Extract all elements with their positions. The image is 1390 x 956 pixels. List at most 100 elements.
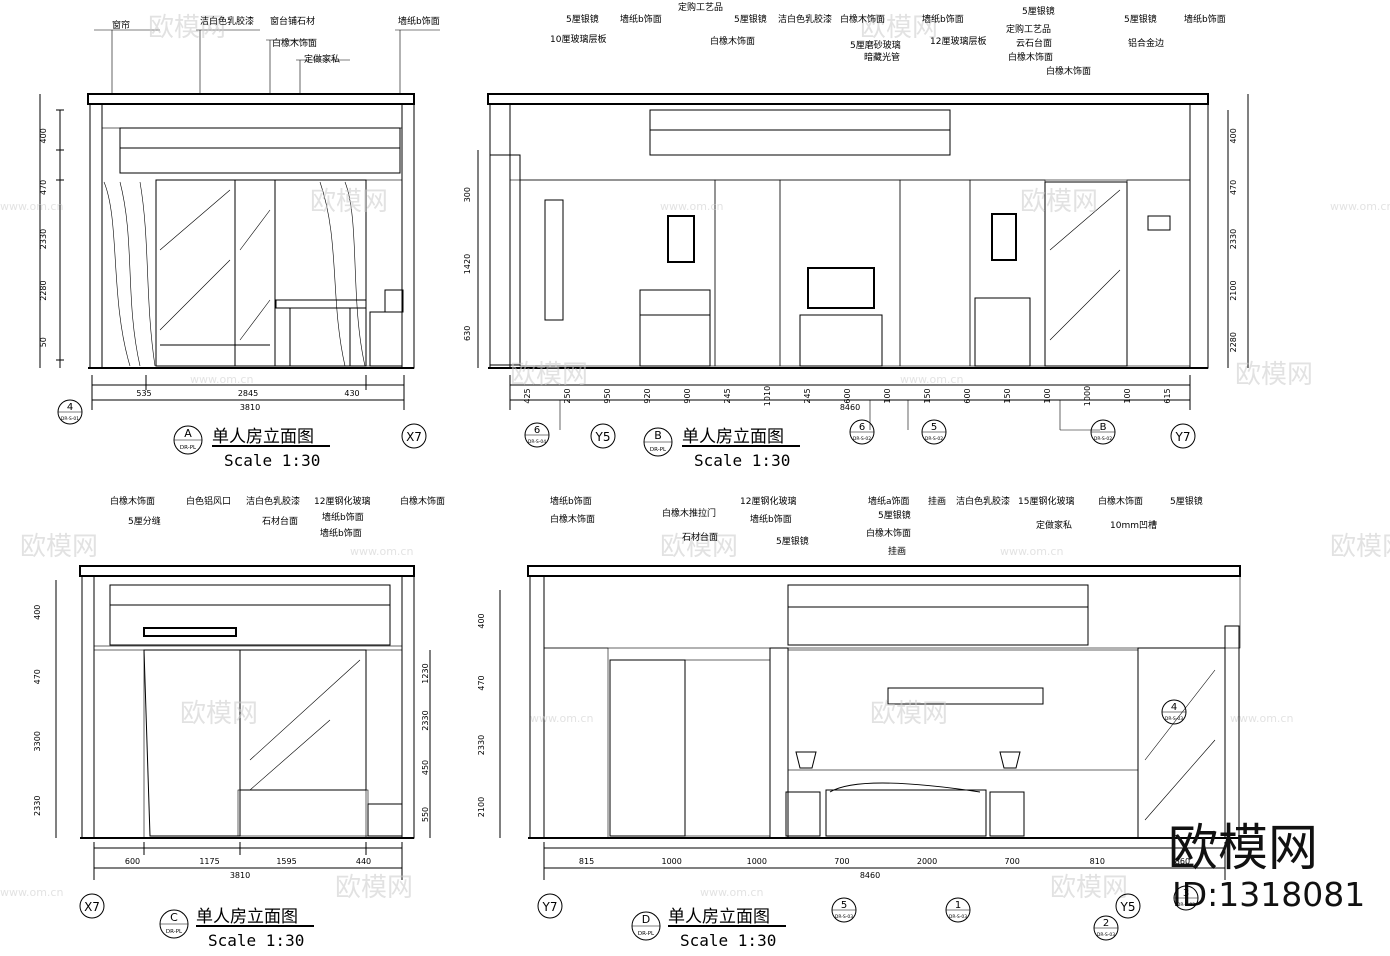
material-label: 白橡木饰面 [840,13,885,25]
watermark-text: 欧模网 [660,532,738,562]
dimension-text: 2845 [238,389,258,398]
material-label: 石材台面 [262,515,298,527]
watermark-url: www.om.cn [660,200,723,213]
material-label: 10厘玻璃层板 [550,33,606,45]
dimension-text: 470 [39,180,48,195]
material-label: 白橡木饰面 [550,513,595,525]
dimension-text: 245 [723,388,732,403]
dimension-text: 2330 [421,710,430,730]
dimension-text: 100 [883,388,892,403]
watermark-text: 欧模网 [148,13,226,43]
dimension-text: 100 [1043,388,1052,403]
view-ref: DR-PL [650,447,667,453]
view-ref: DR-PL [638,931,655,937]
material-label: 暗藏光管 [864,51,900,63]
dimension-text: 2100 [1229,280,1238,300]
callout-number: 5 [841,900,847,911]
material-label: 白橡木推拉门 [662,507,716,519]
dimension-text: 8460 [860,871,880,880]
material-label: 5厘银镜 [1022,5,1055,17]
dimension-text: 1000 [662,857,682,866]
material-label: 12厘钢化玻璃 [740,495,796,507]
material-label: 白橡木饰面 [866,527,911,539]
dimension-text: 900 [683,388,692,403]
dimension-text: 2280 [39,280,48,300]
material-label: 定做家私 [304,53,340,65]
callout-ref: DR-S-02 [853,436,871,442]
panel-a-elevation [39,29,440,410]
grid-axis-bubble [1115,893,1141,919]
material-label: 挂画 [928,495,946,507]
material-label: 墙纸b饰面 [1184,13,1226,25]
dimension-text: 2280 [1229,332,1238,352]
callout-ref: DR-S-02 [925,436,943,442]
grid-axis-bubble [1170,423,1196,449]
material-label: 石材台面 [682,531,718,543]
material-label: 墙纸b饰面 [922,13,964,25]
dimension-text: 150 [1003,388,1012,403]
watermark-text: 欧模网 [1020,187,1098,217]
dimension-text: 600 [125,857,140,866]
material-label: 定购工艺品 [1006,23,1051,35]
material-label: 墙纸a饰面 [868,495,910,507]
dimension-text: 3810 [240,403,260,412]
watermark-url: www.om.cn [1230,712,1293,725]
grid-axis-label: Y5 [1120,900,1136,914]
dimension-text: 860 [1175,857,1190,866]
view-ref: DR-PL [180,445,197,451]
dimension-text: 300 [463,187,472,202]
material-label: 定购工艺品 [678,1,723,13]
grid-axis-label: Y7 [1175,430,1191,444]
view-scale: Scale 1:30 [694,451,790,470]
dimension-text: 470 [33,669,42,684]
watermark-layer: 欧模网 欧模网 欧模网 欧模网 欧模网 欧模网 欧模网 欧模网 欧模网 欧模网 … [0,13,1390,903]
dimension-text: 615 [1163,388,1172,403]
material-label: 白橡木饰面 [272,37,317,49]
dimension-text: 1175 [199,857,219,866]
callout-ref: DR-S-03 [1165,716,1183,722]
watermark-text: 欧模网 [510,360,588,390]
grid-axis-bubble [590,423,616,449]
watermark-text: 欧模网 [310,187,388,217]
dimension-text: 250 [563,388,572,403]
callout-ref: DR-S-03 [1097,932,1115,938]
dimension-text: 600 [963,388,972,403]
material-label: 白色铝风口 [186,495,231,507]
material-label: 洁白色乳胶漆 [246,495,300,507]
material-label: 洁白色乳胶漆 [956,495,1010,507]
view-title: 单人房立面图 [682,427,784,447]
brand-id-text: ID:1318081 [1172,875,1365,914]
grid-axis-label: X7 [84,900,100,914]
material-label: 白橡木饰面 [400,495,445,507]
dimension-text: 1595 [276,857,296,866]
view-scale: Scale 1:30 [208,931,304,950]
dimension-text: 1000 [747,857,767,866]
material-label: 5厘分缝 [128,515,161,527]
callout-ref: DR-S-04 [528,439,546,445]
grid-axis-bubble [537,893,563,919]
dimension-text: 2330 [39,229,48,249]
callout-ref: DR-S-03 [1177,902,1195,908]
view-ref: DR-PL [166,929,183,935]
dimension-text: 700 [1005,857,1020,866]
material-label: 墙纸b饰面 [620,13,662,25]
material-label: 窗帘 [112,19,130,31]
callout-ref: DR-S-03 [949,914,967,920]
watermark-url: www.om.cn [530,712,593,725]
dimension-text: 535 [136,389,151,398]
dimension-text: 920 [643,388,652,403]
material-label: 12厘玻璃层板 [930,35,986,47]
callout-ref: DR-S-01 [61,416,79,422]
material-label: 白橡木饰面 [1046,65,1091,77]
dimension-text: 400 [1229,128,1238,143]
watermark-text: 欧模网 [1235,360,1313,390]
dimension-text: 3300 [33,731,42,751]
dimension-text: 245 [803,388,812,403]
material-label: 云石台面 [1016,37,1052,49]
panel-c-elevation [55,565,431,880]
dimension-text: 400 [33,605,42,620]
watermark-text: 欧模网 [180,699,258,729]
watermark-url: www.om.cn [190,373,253,386]
